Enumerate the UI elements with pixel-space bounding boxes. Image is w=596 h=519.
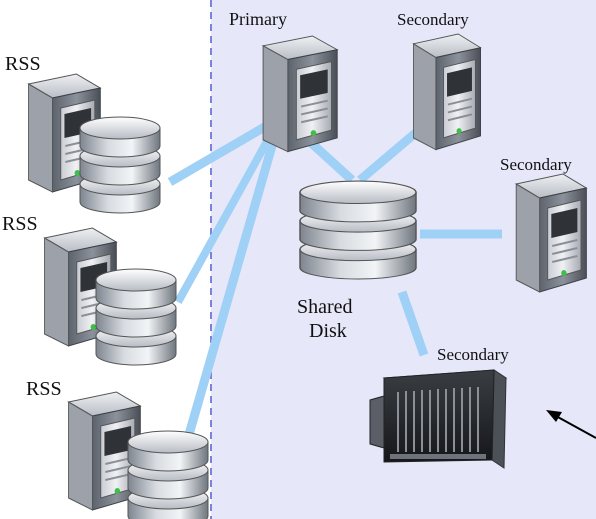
link-rss3-primary xyxy=(183,116,285,440)
label-secondary-right: Secondary xyxy=(500,155,572,174)
primary-server xyxy=(262,35,339,153)
connections xyxy=(167,114,502,440)
rss-node-3 xyxy=(67,391,209,519)
shared-disk xyxy=(299,180,417,280)
label-rss-2: RSS xyxy=(2,213,38,235)
secondary-blade-enclosure xyxy=(369,369,508,469)
link-disk-blade xyxy=(397,290,429,357)
rss-node-1 xyxy=(27,73,161,214)
link-primary-disk xyxy=(304,136,356,184)
label-primary: Primary xyxy=(229,9,287,29)
label-rss-1: RSS xyxy=(5,53,41,75)
label-shared-disk-line2: Disk xyxy=(309,320,347,342)
link-rss2-primary xyxy=(174,116,284,304)
link-rss1-primary xyxy=(167,114,283,186)
label-secondary-top: Secondary xyxy=(397,10,469,29)
label-shared-disk-line1: Shared xyxy=(297,296,353,318)
secondary-server-top xyxy=(412,33,482,151)
pointer-arrow xyxy=(546,410,596,439)
secondary-server-right xyxy=(515,173,588,293)
rss-node-2 xyxy=(43,227,177,366)
label-secondary-blade: Secondary xyxy=(437,345,509,364)
label-rss-3: RSS xyxy=(26,378,62,400)
